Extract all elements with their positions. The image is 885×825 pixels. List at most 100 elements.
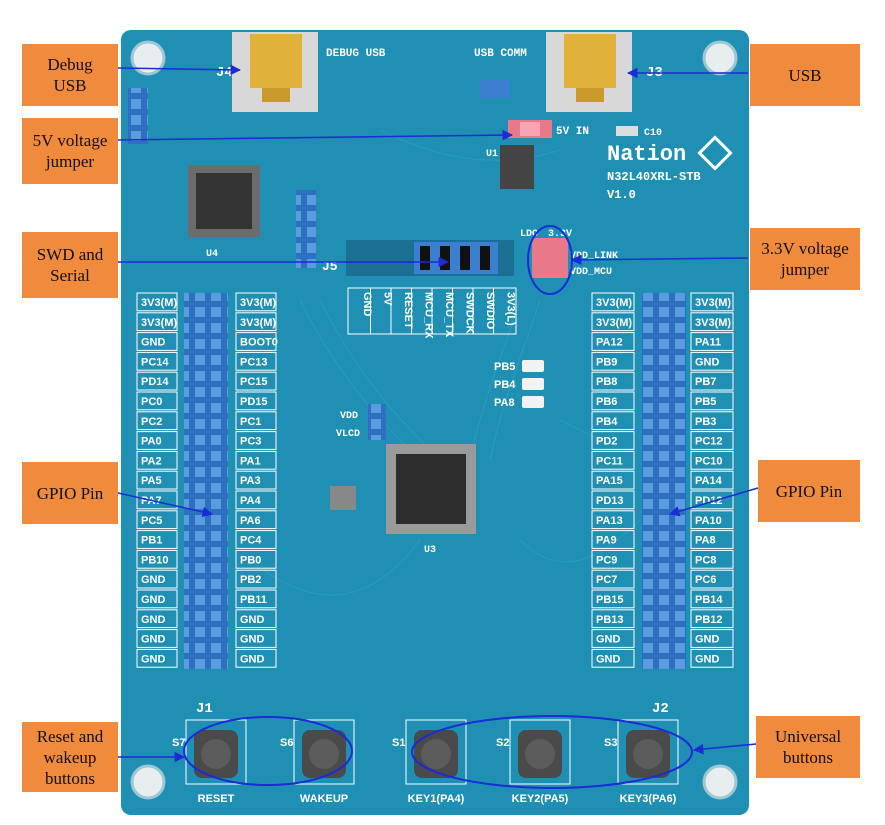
pin-label-box xyxy=(690,569,734,589)
pin-label-box xyxy=(235,431,277,450)
callout-arrows xyxy=(117,64,759,763)
pin-label: PC9 xyxy=(596,554,617,566)
pin-label-box xyxy=(235,609,277,629)
label-u1: U1 xyxy=(486,149,498,160)
pin-label-box xyxy=(690,332,734,351)
c10-component xyxy=(616,126,638,136)
button-frame xyxy=(509,719,571,785)
pin-label-box xyxy=(136,530,178,549)
pin-label: PC12 xyxy=(695,436,723,448)
callout-swd-serial: SWD and Serial xyxy=(22,232,118,298)
button-label: KEY2(PA5) xyxy=(512,793,569,805)
button-label: RESET xyxy=(198,793,235,805)
brand-logo-mark xyxy=(697,135,733,171)
pin-label: GND xyxy=(596,634,621,646)
button-id: S3 xyxy=(604,737,617,749)
pin-label: PB10 xyxy=(141,554,169,566)
label-ldo: LDO xyxy=(520,229,538,240)
pin-label-box xyxy=(591,292,635,312)
pin-label: PA12 xyxy=(596,337,623,349)
pin-label-box xyxy=(136,431,178,450)
callout-reset-wakeup: Reset and wakeup buttons xyxy=(22,722,118,792)
pin-label-box xyxy=(235,450,277,470)
pin-label: PA0 xyxy=(141,436,162,448)
push-button-cap xyxy=(633,739,663,769)
pin-label: GND xyxy=(141,634,166,646)
pin-label: PB6 xyxy=(596,396,617,408)
label-vdd-link: VDD_LINK xyxy=(570,251,618,262)
usb-connector-j4 xyxy=(232,32,318,112)
pin-label: GND xyxy=(240,653,265,665)
pin-label-box xyxy=(690,530,734,549)
pin-label-box xyxy=(591,312,635,332)
board-version: V1.0 xyxy=(607,188,636,202)
pin-label: PC4 xyxy=(240,535,262,547)
pin-label-box xyxy=(136,470,178,490)
pin-label: 3V3(M) xyxy=(596,317,632,329)
pin-label: PA13 xyxy=(596,515,623,527)
pin-label-box xyxy=(136,332,178,351)
callout-debug-usb: Debug USB xyxy=(22,44,118,106)
pin-label: GND xyxy=(141,337,166,349)
pin-label-box xyxy=(690,371,734,391)
pin-label-box xyxy=(591,569,635,589)
pin-label: PB3 xyxy=(695,416,716,428)
label-vdd: VDD xyxy=(340,411,358,422)
pin-label-box xyxy=(690,589,734,609)
pin-label-box xyxy=(591,332,635,351)
pin-label: PB14 xyxy=(695,594,723,606)
push-button-cap xyxy=(309,739,339,769)
pin-label: 3V3(M) xyxy=(141,317,177,329)
pin-label: 3V3(M) xyxy=(240,297,276,309)
pin-label: PB9 xyxy=(596,356,617,368)
button-frame xyxy=(293,719,355,785)
swd-pin-label: 5V xyxy=(382,292,394,306)
pin-label: GND xyxy=(240,614,265,626)
swd-pin-label: RESET xyxy=(402,292,414,329)
pin-label: PB0 xyxy=(240,554,261,566)
pin-label-box xyxy=(235,292,277,312)
pin-label: PB15 xyxy=(596,594,624,606)
pin-label-box xyxy=(591,470,635,490)
header-j2-pins xyxy=(642,293,686,670)
pin-label: PD2 xyxy=(596,436,617,448)
pin-label-box xyxy=(136,609,178,629)
pin-label: GND xyxy=(695,634,720,646)
pin-label: PC15 xyxy=(240,376,268,388)
regulator-u1 xyxy=(500,145,534,189)
swd-pin-label: GND xyxy=(361,292,373,317)
pin-label-box xyxy=(235,470,277,490)
label-j4: J4 xyxy=(216,65,233,81)
pin-label-box xyxy=(591,391,635,411)
pin-label-box xyxy=(690,470,734,490)
pin-label: PC7 xyxy=(596,574,617,586)
pin-label-box xyxy=(235,490,277,510)
header-j1-pins xyxy=(184,293,228,670)
pin-label-box xyxy=(136,351,178,371)
swd-pin-label: MCU_RX xyxy=(423,292,435,339)
pin-headers: 3V3(M)3V3(M)GNDPC14PD14PC0PC2PA0PA2PA5PA… xyxy=(136,292,734,670)
pin-label: PB12 xyxy=(695,614,723,626)
pin-label-box xyxy=(235,391,277,411)
pin-label-box xyxy=(136,450,178,470)
pin-label: PA9 xyxy=(596,535,617,547)
pin-label: PA6 xyxy=(240,515,261,527)
button-label: KEY1(PA4) xyxy=(408,793,465,805)
pin-label-box xyxy=(136,510,178,530)
buttons: S7RESETS6WAKEUPS1KEY1(PA4)S2KEY2(PA5)S3K… xyxy=(172,719,679,805)
pin-label-box xyxy=(591,450,635,470)
pin-label: GND xyxy=(141,653,166,665)
label-debug-usb: DEBUG USB xyxy=(326,48,386,60)
pin-label-box xyxy=(136,589,178,609)
led-icon xyxy=(522,378,544,390)
pin-label-box xyxy=(690,609,734,629)
pin-label: 3V3(M) xyxy=(695,317,731,329)
button-id: S1 xyxy=(392,737,405,749)
pin-label-box xyxy=(235,371,277,391)
swd-pin-label: SWDCK xyxy=(464,292,476,334)
pin-label-box xyxy=(690,431,734,450)
pin-label-box xyxy=(690,648,734,668)
callout-universal-buttons: Universal buttons xyxy=(756,716,860,778)
label-u4: U4 xyxy=(206,249,218,260)
